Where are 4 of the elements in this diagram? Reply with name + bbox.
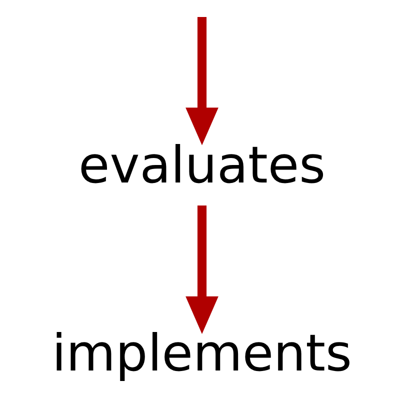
arrow: [186, 206, 218, 334]
node-text: evaluates: [78, 135, 326, 194]
arrow: [186, 16, 218, 146]
node-text: implements: [52, 324, 352, 383]
